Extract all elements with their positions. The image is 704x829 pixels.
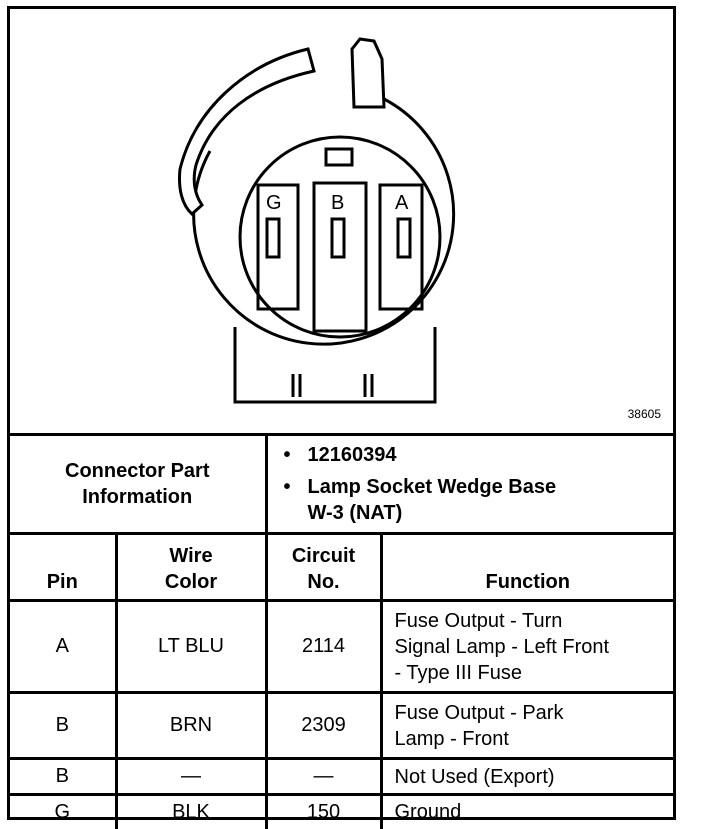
diagram-frame: G B A 38605 Connector Part Information 1… [7, 6, 676, 829]
key-notch [324, 147, 354, 167]
cell-function: Fuse Output - Park Lamp - Front [379, 691, 673, 760]
header-wire-color: Wire Color [114, 532, 268, 602]
connector-info-label: Connector Part Information [10, 433, 268, 535]
connector-info-list: 12160394 Lamp Socket Wedge Base W-3 (NAT… [264, 433, 674, 535]
top-tab [350, 37, 386, 109]
pin-b-contact [330, 217, 346, 259]
part-number: 12160394 [284, 442, 674, 468]
header-line: Circuit [291, 545, 356, 567]
part-description-line: Lamp Socket Wedge Base [307, 476, 557, 498]
pin-label-a: A [395, 192, 409, 214]
table-row: A LT BLU 2114 Fuse Output - Turn Signal … [10, 599, 673, 694]
function-line: Fuse Output - Park [394, 701, 564, 724]
connector-label-line: Information [82, 486, 193, 508]
part-description: Lamp Socket Wedge Base W-3 (NAT) [284, 474, 674, 526]
latch-arm [178, 47, 316, 217]
figure-number: 38605 [627, 407, 661, 421]
function-line: Fuse Output - Turn [394, 609, 563, 632]
header-line: No. [307, 571, 340, 593]
cell-circuit: 2114 [264, 599, 383, 694]
connector-label-line: Connector Part [65, 460, 210, 482]
cell-color: LT BLU [114, 599, 268, 694]
function-line: Lamp - Front [394, 727, 509, 750]
cell-pin: G [10, 793, 118, 829]
header-line: Wire [169, 545, 213, 567]
pin-label-g: G [266, 192, 282, 214]
slot-a [378, 183, 424, 311]
slot-g [256, 183, 300, 311]
connector-drawing: G B A [178, 37, 456, 404]
cell-color: — [114, 757, 268, 796]
cell-circuit: — [264, 757, 383, 796]
slot-b [312, 181, 368, 333]
connector-illustration: G B A 38605 [10, 9, 673, 433]
cell-color: BRN [114, 691, 268, 760]
header-function: Function [379, 532, 673, 602]
cell-circuit: 2309 [264, 691, 383, 760]
connector-info-row: Connector Part Information 12160394 Lamp… [10, 433, 674, 535]
table-header-row: Pin Wire Color Circuit No. Function [10, 532, 673, 602]
cell-circuit: 150 [264, 793, 383, 829]
housing-base [233, 327, 437, 404]
header-circuit: Circuit No. [264, 532, 383, 602]
pin-label-b: B [331, 192, 344, 214]
pin-g-contact [265, 217, 281, 259]
cell-function: Fuse Output - Turn Signal Lamp - Left Fr… [379, 599, 673, 694]
cell-pin: B [10, 691, 118, 760]
inner-socket [238, 135, 442, 339]
table-row: B BRN 2309 Fuse Output - Park Lamp - Fro… [10, 691, 673, 760]
function-line: Signal Lamp - Left Front [394, 635, 610, 658]
table-row: B — — Not Used (Export) [10, 757, 673, 796]
cell-function: Ground [379, 793, 673, 829]
cell-color: BLK [114, 793, 268, 829]
cell-function: Not Used (Export) [379, 757, 673, 796]
connector-table: Connector Part Information 12160394 Lamp… [10, 433, 673, 829]
function-line: - Type III Fuse [394, 661, 522, 684]
cell-pin: B [10, 757, 118, 796]
pin-a-contact [396, 217, 412, 259]
table-row: G BLK 150 Ground [10, 793, 673, 829]
header-line: Color [164, 571, 218, 593]
header-pin: Pin [10, 532, 118, 602]
cell-pin: A [10, 599, 118, 694]
part-description-line: W-3 (NAT) [307, 502, 403, 524]
